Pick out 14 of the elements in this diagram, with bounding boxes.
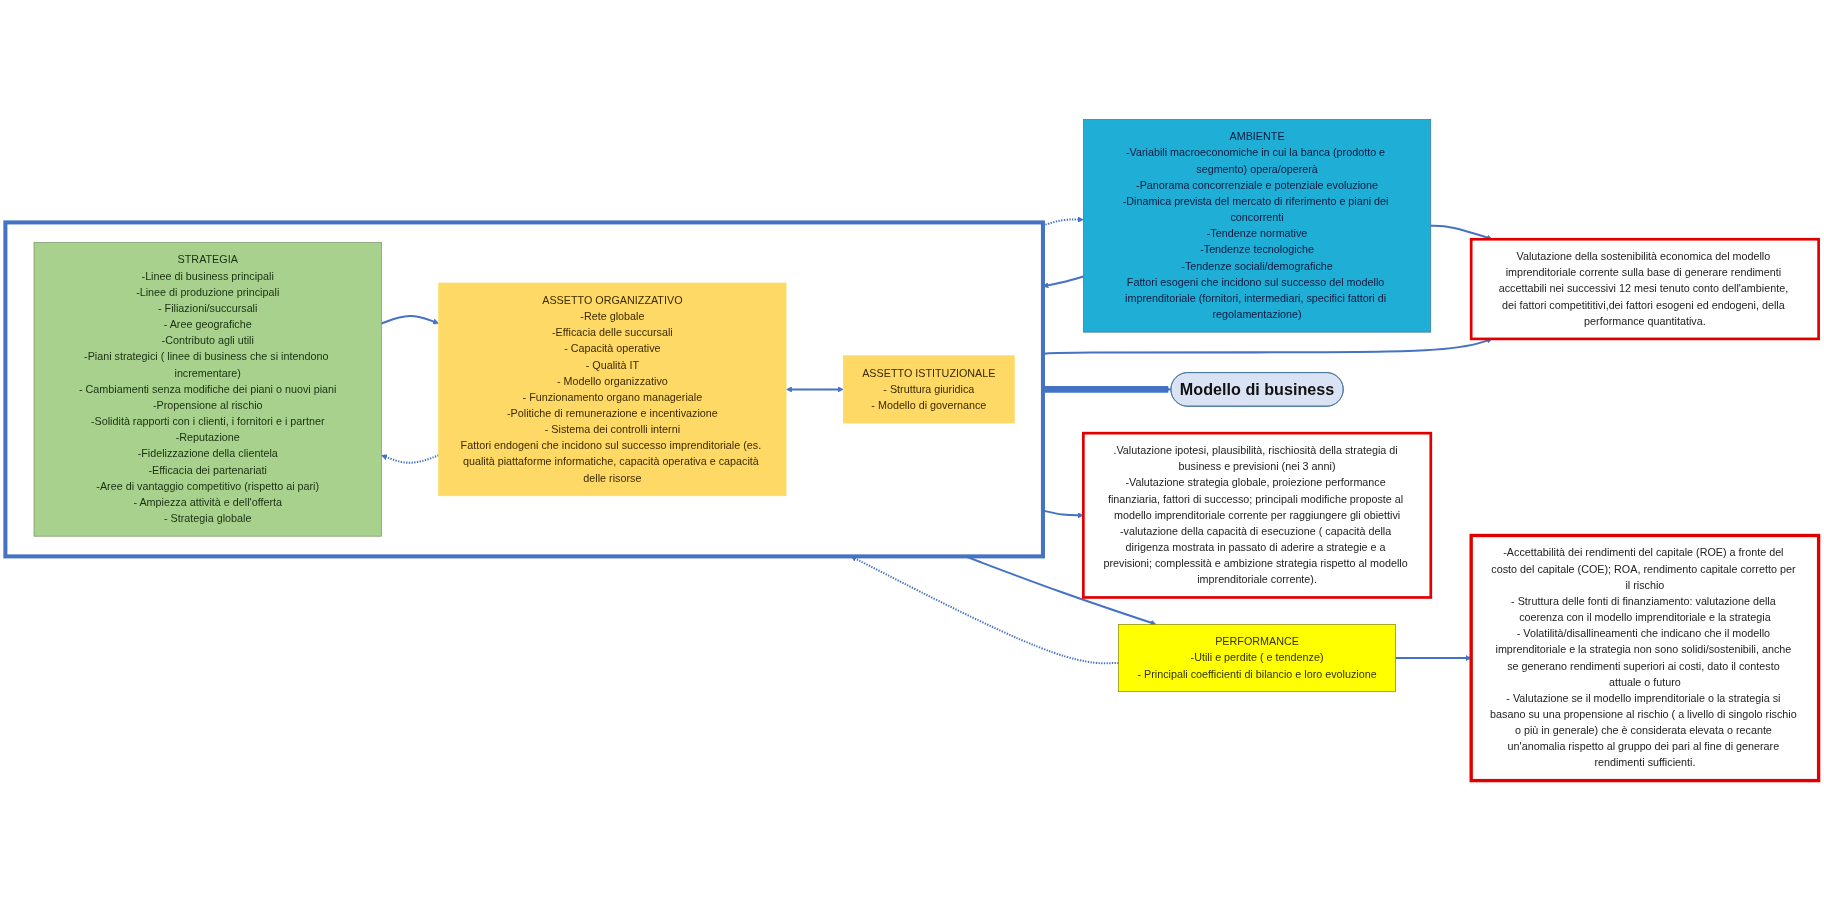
node-box: Valutazione della sostenibilità economica del modello imprenditoriale corrente sulla base di generare rendimenti accettabili nei successivi 12 mesi tenuto conto dell'ambiente, dei fattori competititivi,dei fattori esogeni ed endogeni, della performance quantitativa. (1469, 237, 1820, 341)
arrow (786, 386, 844, 393)
node-box: -Accettabilità dei rendimenti del capitale (ROE) a fronte del costo del capitale (COE); ROA, rendimento capitale corretto per il rischio - Struttura delle fonti di finanziamento: valutazione della coerenza con il modello imprenditoriale e la strategia - Volatilità/disallineamenti che indicano che il modello imprenditoriale e la strategia non sono solidi/sostenibili, anche se generano rendimenti superiori ai costi, dato il contesto attuale o futuro - Valutazione se il modello imprenditoriale o la strategia si basano su una propensione al rischio ( a livello di singolo rischio o più in generale) che è considerata elevata o recante un'anomalia rispetto al gruppo dei pari al fine di generare rendimenti sufficienti. (1469, 533, 1821, 783)
arrow (381, 315, 439, 325)
arrow (1042, 386, 1172, 393)
node-box: PERFORMANCE -Utili e perdite ( e tendenze) - Principali coefficienti di bilancio e loro evoluzione (1118, 624, 1396, 693)
arrow (1042, 216, 1084, 227)
node-box: AMBIENTE -Variabili macroeconomiche in cui la banca (prodotto e segmento) opera/opererà -Panorama concorrenziale e potenziale evoluzione -Dinamica prevista del mercato di riferimento e piani dei concorrenti -Tendenze normative -Tendenze tecnologiche -Tendenze sociali/demografiche Fattori esogeni che incidono sul successo del modello imprenditoriale (fornitori, intermediari, specifici fattori di regolamentazione) (1083, 119, 1432, 333)
node-box: STRATEGIA -Linee di business principali -Linee di produzione principali - Filiazioni/succursali - Aree geografiche -Contributo agli utili -Piani strategici ( linee di business che si intendono incrementare) - Cambiamenti senza modifiche dei piani o nuovi piani -Propensione al rischio -Solidità rapporti con i clienti, i fornitori e i partner -Reputazione -Fidelizzazione della clientela -Efficacia dei partenariati -Aree di vantaggio competitivo (rispetto ai pari) - Ampiezza attività e dell'offerta - Strategia globale (33, 242, 382, 537)
node-box: ASSETTO ISTITUZIONALE - Struttura giuridica - Modello di governance (843, 355, 1015, 424)
arrow (381, 454, 440, 464)
cluster (3, 220, 1045, 559)
node-box: ASSETTO ORGANIZZATIVO -Rete globale -Efficacia delle succursali - Capacità operative - Qualità IT - Modello organizzativo - Funzionamento organo manageriale -Politiche di remunerazione e incentivazione - Sistema dei controlli interni Fattori endogeni che incidono sul successo imprenditoriale (es. qualità piattaforme informatiche, capacità operativa e capacità delle risorse (438, 282, 787, 497)
node-box: .Valutazione ipotesi, plausibilità, rischiosità della strategia di business e previsioni (nei 3 anni) -Valutazione strategia globale, proiezione performance finanziaria, fattori di successo; principali modifiche proposte al modello imprenditoriale corrente per raggiungere gli obiettivi -valutazione della capacità di esecuzione ( capacità della dirigenza mostrata in passato di aderire a strategie e a previsioni; complessità e ambizione strategia rispetto al modello imprenditoriale corrente). (1082, 431, 1433, 599)
